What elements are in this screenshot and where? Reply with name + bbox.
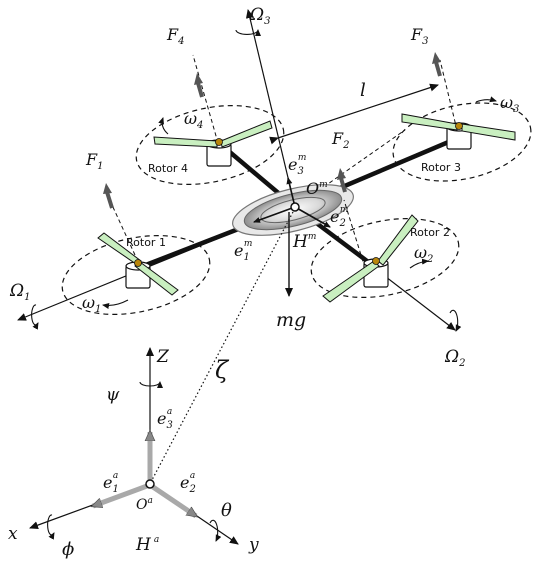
rotor2-assembly xyxy=(322,214,419,303)
psi-rotation-icon xyxy=(139,381,163,389)
label-hm: Hm xyxy=(292,232,316,252)
label-f3: F3 xyxy=(410,25,428,47)
rotor3-disc xyxy=(392,102,532,182)
rotor3-assembly xyxy=(401,113,516,150)
label-omega-1: ω1 xyxy=(82,293,101,315)
omega4-spin-arrow xyxy=(158,117,169,135)
thrust-f2 xyxy=(337,168,366,269)
rotor1-label: Rotor 1 xyxy=(126,236,166,249)
e3m-arrow xyxy=(286,177,296,208)
label-zeta: ζ xyxy=(215,356,230,384)
label-omega-cap-1: Ω1 xyxy=(9,281,30,303)
omega3-spin-arrow xyxy=(475,96,497,103)
rotor2-label: Rotor 2 xyxy=(410,226,450,239)
rotor1-disc xyxy=(61,234,211,316)
omega3-rotation-icon xyxy=(235,29,261,37)
rotor2-disc xyxy=(310,217,460,299)
rotor4-label: Rotor 4 xyxy=(148,162,188,175)
label-omega-cap-2: Ω2 xyxy=(444,347,465,369)
label-omega-2: ω2 xyxy=(414,243,433,265)
label-e2m: e2m xyxy=(330,205,348,229)
omega2-spin-arrow xyxy=(409,258,429,269)
label-theta: θ xyxy=(221,500,232,521)
label-om: Om xyxy=(306,179,328,198)
label-e1m: e1m xyxy=(234,239,252,263)
arm-length-arrow xyxy=(269,83,439,145)
theta-rotation-icon xyxy=(209,519,222,542)
label-omega-3: ω3 xyxy=(500,93,519,115)
label-z-axis: Z xyxy=(156,347,170,367)
body-origin-dot xyxy=(290,202,300,212)
inertial-origin-dot xyxy=(145,479,155,489)
omega1-spin-arrow xyxy=(102,299,129,309)
label-psi: ψ xyxy=(106,385,120,405)
e2m-arrow xyxy=(294,206,331,228)
label-omega-4: ω4 xyxy=(184,109,203,131)
label-x-axis: x xyxy=(8,524,18,544)
label-arm-length: l xyxy=(360,80,366,101)
label-e3a: e3a xyxy=(157,407,173,431)
omega1-rotation-icon xyxy=(31,304,39,330)
omega2-rotation-icon xyxy=(449,309,462,332)
label-f4: F4 xyxy=(166,25,184,47)
rotor3-label: Rotor 3 xyxy=(421,161,461,174)
thrust-f1 xyxy=(103,183,136,256)
e1a-arrow xyxy=(93,483,148,509)
e2a-arrow xyxy=(151,484,196,519)
e1m-arrow xyxy=(253,206,296,223)
label-phi: ϕ xyxy=(62,539,74,560)
label-omega-cap-3: Ω3 xyxy=(249,5,270,27)
thrust-f4 xyxy=(192,54,219,144)
label-f1: F1 xyxy=(85,150,103,172)
body-inner-ring xyxy=(260,196,326,224)
thrust-f3 xyxy=(432,52,458,131)
label-e1a: e1a xyxy=(103,471,119,495)
rotor1-assembly xyxy=(97,232,179,296)
label-e3m: e3m xyxy=(288,153,306,177)
label-e2a: e2a xyxy=(180,471,196,495)
rotor4-assembly xyxy=(153,120,273,167)
label-oa: Oa xyxy=(136,496,153,513)
label-mg: mg xyxy=(276,309,306,331)
label-y-axis: y xyxy=(248,535,259,555)
label-f2: F2 xyxy=(331,129,349,151)
phi-rotation-icon xyxy=(47,514,55,540)
position-vector-zeta xyxy=(151,211,294,481)
